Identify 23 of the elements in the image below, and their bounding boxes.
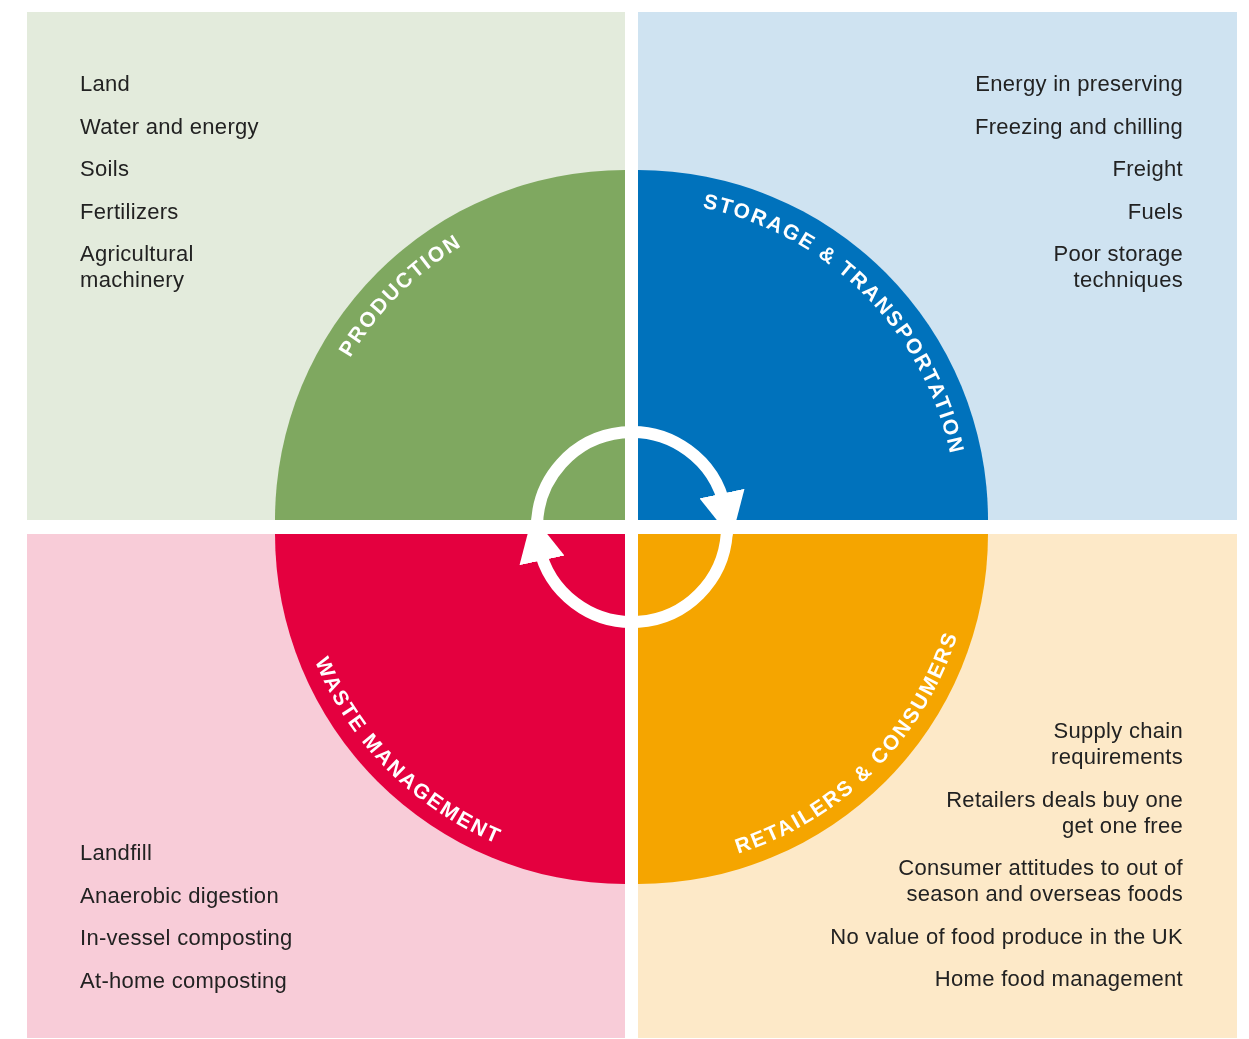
list-item: Freezing and chilling — [974, 113, 1183, 140]
list-item: Fertilizers — [80, 198, 179, 225]
cycle-arrow — [520, 515, 733, 628]
list-item: In-vessel composting — [80, 925, 293, 951]
list-item: Supply chain requirements — [1050, 718, 1183, 770]
quadrant-panel — [638, 12, 1237, 520]
quadrant-panel — [27, 534, 625, 1038]
list-item: Soils — [80, 156, 130, 182]
list-item: Consumer attitudes to out of season and overseas foods — [897, 855, 1183, 907]
list-item: No value of food produce in the UK — [830, 923, 1183, 950]
list-item: Anaerobic digestion — [80, 882, 279, 909]
list-item: Freight — [1112, 156, 1183, 182]
list-item: Land — [80, 71, 131, 97]
list-item: Landfill — [80, 840, 153, 866]
list-item: At-home composting — [80, 967, 288, 994]
list-item: Retailers deals buy one get one free — [945, 786, 1183, 839]
quadrant-panel — [27, 12, 625, 520]
list-item: Poor storage techniques — [1052, 241, 1183, 293]
list-item: Energy in preserving — [975, 71, 1183, 97]
list-item: Agricultural machinery — [80, 241, 195, 293]
list-item: Home food management — [934, 966, 1183, 992]
list-item: Fuels — [1127, 198, 1183, 225]
list-item: Water and energy — [80, 113, 259, 140]
